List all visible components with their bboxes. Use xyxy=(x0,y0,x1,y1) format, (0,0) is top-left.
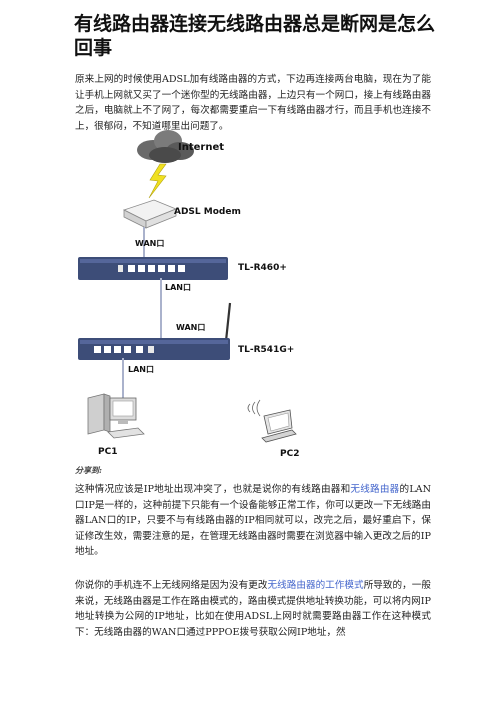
lan-port-label-1: LAN口 xyxy=(165,283,191,292)
answer-paragraph-1-text-b: 的LAN口IP是一样的，这种前提下只能有一个设备能够正常工作，你可以更改一下无线… xyxy=(75,484,432,557)
answer-paragraph-2-text-a: 你说你的手机连不上无线网络是因为没有更改 xyxy=(75,580,268,591)
pc2-label: PC2 xyxy=(280,449,299,459)
lightning-bolt-icon xyxy=(148,163,167,199)
wan-port-label-2: WAN口 xyxy=(176,323,205,332)
pc2-laptop-icon xyxy=(261,409,297,443)
answer-paragraph-1-text-a: 这种情况应该是IP地址出现冲突了，也就是说你的有线路由器和 xyxy=(75,484,351,495)
router-2-model-label: TL-R541G+ xyxy=(238,345,294,355)
pc1-label: PC1 xyxy=(98,447,117,457)
answer-paragraph-1: 这种情况应该是IP地址出现冲突了，也就是说你的有线路由器和无线路由器的LAN口I… xyxy=(75,482,431,560)
internet-cloud-icon xyxy=(137,130,194,163)
router-1-icon xyxy=(78,257,228,280)
router-mode-link[interactable]: 无线路由器的工作模式 xyxy=(267,580,364,591)
wan-port-label-1: WAN口 xyxy=(135,239,164,248)
adsl-modem-label: ADSL Modem xyxy=(174,207,241,217)
wireless-router-link[interactable]: 无线路由器 xyxy=(350,484,400,495)
lan-port-label-2: LAN口 xyxy=(128,365,154,374)
pc1-computer-icon xyxy=(87,393,145,439)
share-label: 分享到: xyxy=(75,465,102,475)
adsl-modem-icon xyxy=(122,199,178,229)
answer-paragraph-2-text-b: 所导致的，一般来说，无线路由器是工作在路由模式的，路由模式提供地址转换功能，可以… xyxy=(75,580,432,638)
article-title: 有线路由器连接无线路由器总是断网是怎么回事 xyxy=(74,13,436,59)
router-1-model-label: TL-R460+ xyxy=(238,263,287,273)
intro-paragraph: 原来上网的时候使用ADSL加有线路由器的方式，下边再连接两台电脑，现在为了能让手… xyxy=(75,74,431,132)
answer-paragraph-2: 你说你的手机连不上无线网络是因为没有更改无线路由器的工作模式所导致的，一般来说，… xyxy=(75,578,431,640)
wifi-signal-icon xyxy=(247,399,261,417)
internet-label: Internet xyxy=(178,142,224,153)
router-2-icon xyxy=(78,302,232,360)
